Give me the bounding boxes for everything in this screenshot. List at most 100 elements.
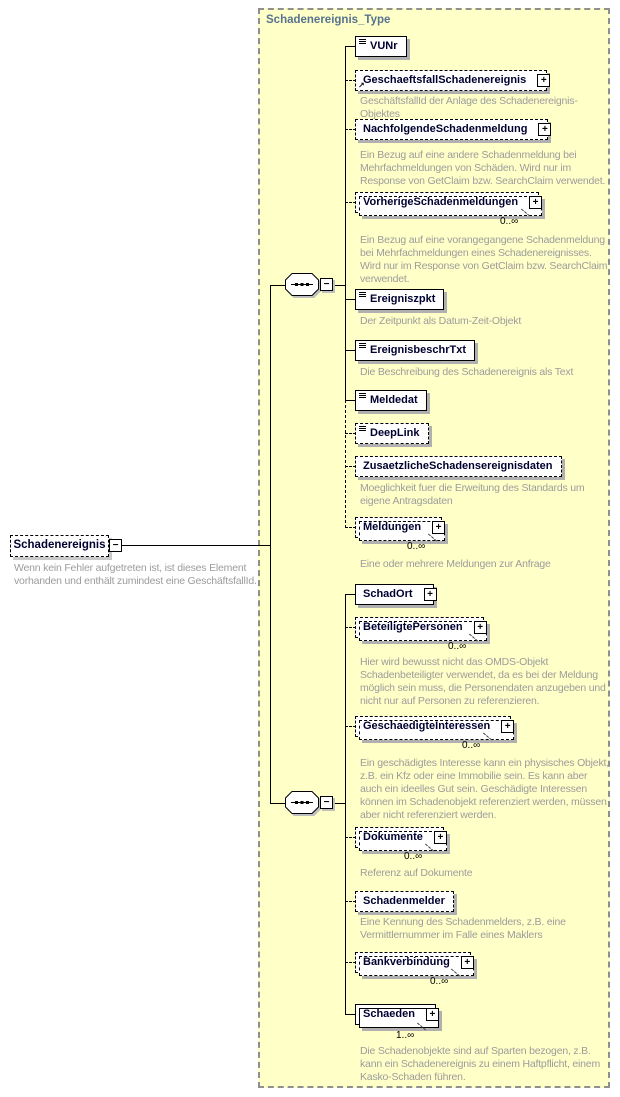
annotation-text: Eine Kennung des Schadenmelders, z.B. ei… (360, 916, 566, 941)
connector-line (345, 594, 356, 595)
element-vunr[interactable]: VUNr (355, 36, 407, 57)
occurs-label: 0..∞ (407, 541, 426, 552)
element-zusaetzlicheschadensereignisdaten[interactable]: ZusaetzlicheSchadensereignisdaten (355, 456, 562, 477)
connector-line (345, 46, 356, 47)
element-meldungen[interactable]: Meldungen + (355, 517, 446, 541)
connector-line (345, 350, 356, 351)
annotation-text: Ein Bezug auf eine vorangegangene Schade… (360, 234, 608, 285)
text-content-icon (359, 292, 366, 297)
expand-button[interactable]: + (538, 122, 552, 136)
connector-line (345, 202, 356, 203)
element-beteiligtepersonen[interactable]: BeteiligtePersonen + (355, 617, 487, 641)
element-vorherigeschadenmeldungen[interactable]: VorherigeSchadenmeldungen + (355, 192, 543, 216)
element-name: GeschaeftsfallSchadenereignis (363, 74, 527, 86)
collapse-button[interactable]: − (320, 278, 333, 291)
element-schaeden[interactable]: Schaeden + (355, 1004, 439, 1028)
element-name: ZusaetzlicheSchadensereignisdaten (363, 460, 553, 472)
expand-button[interactable]: + (529, 195, 543, 209)
element-name: Meldungen (363, 521, 422, 533)
occurs-label: 0..∞ (462, 740, 481, 751)
connector-line (345, 466, 356, 467)
connector-line (270, 803, 286, 804)
connector-line (345, 901, 356, 902)
expand-button[interactable]: + (501, 719, 515, 733)
annotation-text: Die Schadenobjekte sind auf Sparten bezo… (360, 1045, 600, 1083)
connector-line (345, 726, 356, 727)
occurs-label: 0..∞ (500, 216, 519, 227)
element-name: Bankverbindung (363, 956, 450, 968)
element-name: EreignisbeschrTxt (370, 344, 466, 356)
complextype-title: Schadenereignis_Type (266, 14, 391, 26)
element-name: Meldedat (370, 394, 418, 406)
annotation-text: Der Zeitpunkt als Datum-Zeit-Objekt (360, 315, 522, 327)
element-geschaeftsfallschadenereignis[interactable]: ↗ GeschaeftsfallSchadenereignis + (355, 70, 551, 91)
sequence-octagon (285, 791, 319, 814)
expand-button[interactable]: + (460, 955, 474, 969)
annotation-text: Die Beschreibung des Schadenereignis als… (360, 366, 574, 378)
element-name: Ereigniszpkt (370, 293, 436, 305)
reference-arrow-icon: ↗ (358, 81, 365, 90)
element-name: VUNr (370, 40, 398, 52)
expand-button[interactable]: + (425, 1007, 439, 1021)
annotation-text: Wenn kein Fehler aufgetreten ist, ist di… (14, 562, 257, 587)
annotation-text: Referenz auf Dokumente (360, 867, 473, 879)
element-dokumente[interactable]: Dokumente + (355, 827, 447, 851)
annotation-text: Moeglichkeit fuer die Erweitung des Stan… (360, 482, 585, 507)
element-name: VorherigeSchadenmeldungen (363, 196, 519, 208)
text-content-icon (359, 393, 366, 398)
expand-button[interactable]: + (432, 520, 446, 534)
sequence-compositor-icon[interactable]: − (285, 273, 335, 296)
connector-line (345, 400, 356, 401)
connector-line (345, 837, 356, 838)
element-geschaedigteinteressen[interactable]: GeschaedigteInteressen + (355, 716, 515, 740)
annotation-text: Ein Bezug auf eine andere Schadenmeldung… (360, 149, 606, 187)
expand-button[interactable]: + (423, 587, 437, 601)
element-schadort[interactable]: SchadOrt + (355, 584, 437, 605)
connector-line (345, 527, 356, 528)
connector-line (270, 285, 286, 286)
element-name: Dokumente (363, 831, 423, 843)
element-name: Schadenmelder (363, 895, 445, 907)
connector-line (345, 962, 356, 963)
annotation-text: GeschäftsfallId der Anlage des Schadener… (360, 95, 578, 120)
element-name: BeteiligtePersonen (363, 621, 463, 633)
element-bankverbindung[interactable]: Bankverbindung + (355, 952, 474, 976)
connector-line (345, 627, 356, 628)
element-name: DeepLink (370, 427, 420, 439)
element-name: Schaeden (363, 1008, 415, 1020)
occurs-label: 0..∞ (430, 976, 449, 987)
text-content-icon (359, 39, 366, 44)
occurs-label: 1..∞ (396, 1030, 415, 1041)
element-ereignisbeschrtxt[interactable]: EreignisbeschrTxt (355, 340, 475, 361)
expand-button[interactable]: + (473, 620, 487, 634)
text-content-icon (359, 426, 366, 431)
text-content-icon (359, 343, 366, 348)
collapse-button[interactable]: − (320, 796, 333, 809)
element-deeplink[interactable]: DeepLink (355, 423, 429, 444)
element-schadenereignis-root[interactable]: Schadenereignis − (10, 535, 122, 557)
element-name: GeschaedigteInteressen (363, 720, 491, 732)
connector-line (345, 433, 356, 434)
element-meldedat[interactable]: Meldedat (355, 390, 427, 411)
connector-line (345, 299, 356, 300)
sequence-compositor-icon[interactable]: − (285, 791, 335, 814)
annotation-text: Eine oder mehrere Meldungen zur Anfrage (360, 558, 551, 570)
expand-button[interactable]: + (537, 73, 551, 87)
element-name: NachfolgendeSchadenmeldung (363, 123, 528, 135)
connector-line (270, 285, 271, 804)
expand-button[interactable]: + (433, 830, 447, 844)
element-schadenmelder[interactable]: Schadenmelder (355, 891, 454, 912)
occurs-label: 0..∞ (404, 851, 423, 862)
connector-line (333, 285, 346, 286)
element-name: SchadOrt (363, 588, 413, 600)
connector-line (333, 803, 346, 804)
connector-line (345, 400, 346, 528)
connector-line (120, 545, 271, 546)
occurs-label: 0..∞ (448, 641, 467, 652)
element-ereigniszpkt[interactable]: Ereigniszpkt (355, 289, 445, 310)
connector-line (345, 80, 356, 81)
connector-line (345, 594, 346, 1015)
connector-line (345, 129, 356, 130)
element-nachfolgendeschadenmeldung[interactable]: NachfolgendeSchadenmeldung + (355, 119, 552, 140)
collapse-button[interactable]: − (109, 539, 122, 552)
